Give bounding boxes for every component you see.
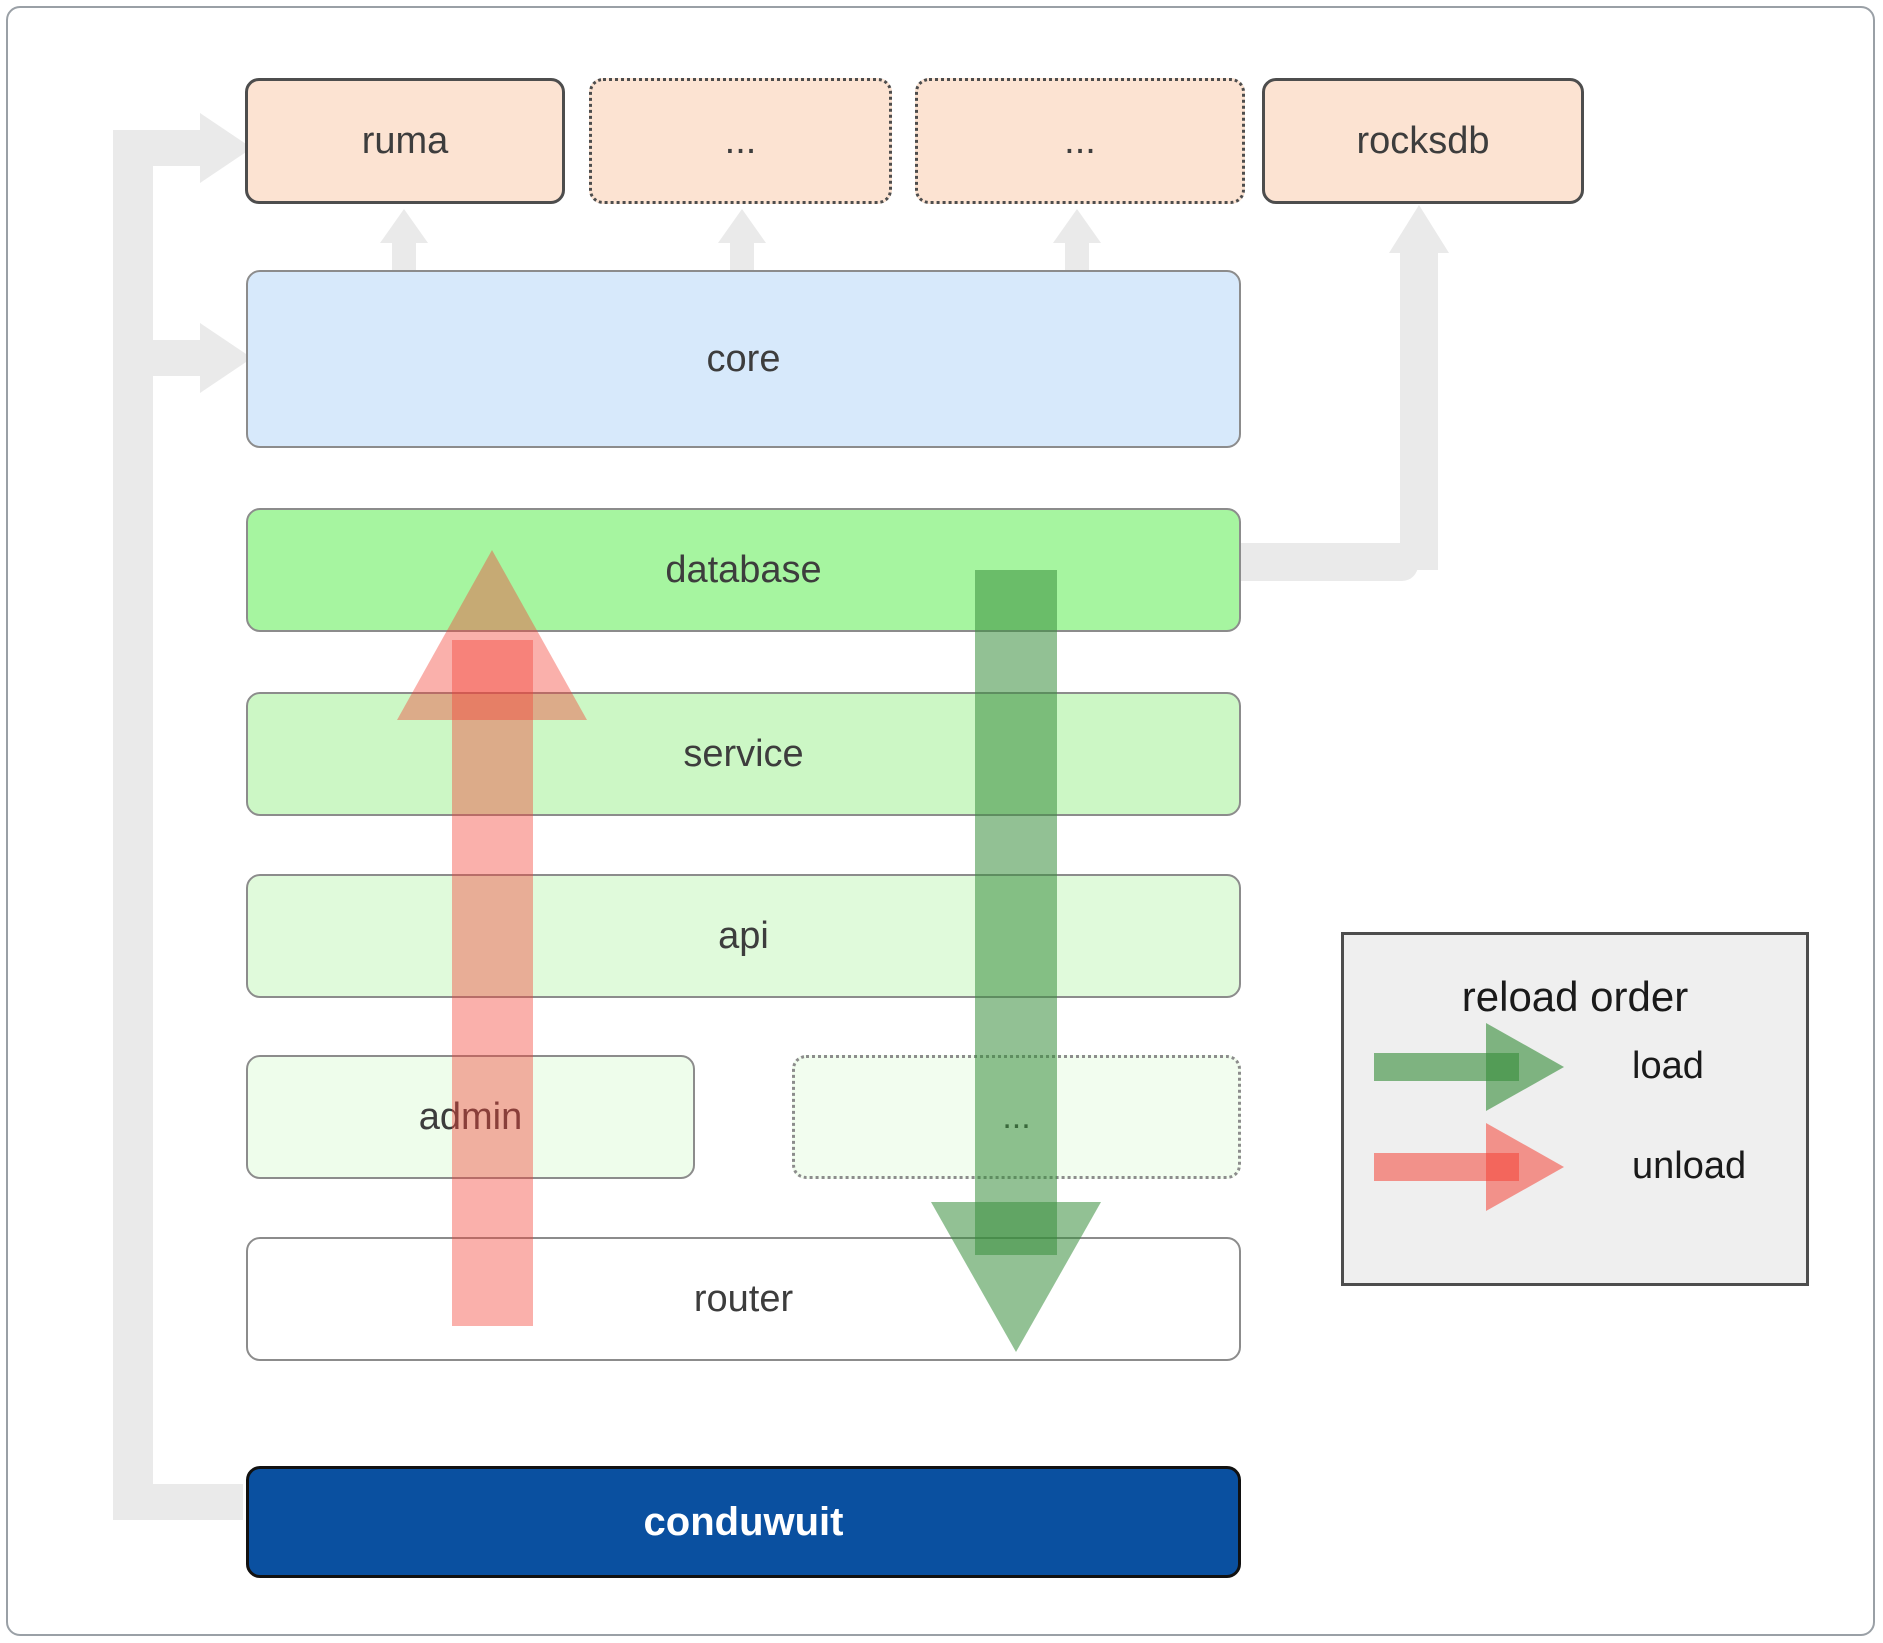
connector-arrowhead-ruma xyxy=(200,113,252,183)
layer-box-core[interactable]: core xyxy=(246,270,1241,448)
layer-box-placeholder[interactable]: ... xyxy=(792,1055,1241,1179)
connector-left-trunk xyxy=(113,130,153,1520)
legend-label-load: load xyxy=(1632,1045,1704,1087)
layer-label: api xyxy=(718,914,769,957)
connector-arrowhead-core xyxy=(200,323,252,393)
connector-database-to-rocksdb-vertical xyxy=(1400,250,1438,570)
crate-box-rocksdb[interactable]: rocksdb xyxy=(1262,78,1584,204)
crate-box-ruma[interactable]: ruma xyxy=(245,78,565,204)
root-box-conduwuit[interactable]: conduwuit xyxy=(246,1466,1241,1578)
legend-label-unload: unload xyxy=(1632,1145,1747,1187)
crate-label: ... xyxy=(724,119,757,162)
layer-label: ... xyxy=(1002,1097,1031,1136)
layer-label: core xyxy=(706,337,781,380)
connector-core-to-dots1-arrowhead xyxy=(718,209,766,243)
root-label: conduwuit xyxy=(643,1499,844,1544)
legend-title: reload order xyxy=(1461,973,1689,1020)
crate-label: rocksdb xyxy=(1356,119,1490,162)
connector-to-conduwuit xyxy=(113,1484,243,1520)
connector-arrowhead-rocksdb xyxy=(1389,205,1449,253)
legend-panel: reload order load unload xyxy=(1341,932,1809,1286)
layer-label: service xyxy=(683,732,804,775)
crate-box-placeholder-2[interactable]: ... xyxy=(915,78,1245,204)
diagram-frame xyxy=(6,6,1875,1636)
legend-unload-arrow-head xyxy=(1486,1123,1564,1211)
crate-label: ... xyxy=(1064,119,1096,162)
layer-label: admin xyxy=(418,1095,523,1138)
crate-label: ruma xyxy=(361,119,449,162)
connector-core-to-ruma-stem xyxy=(392,240,416,272)
connector-core-to-dots2-stem xyxy=(1065,240,1089,272)
layer-box-service[interactable]: service xyxy=(246,692,1241,816)
connector-core-to-dots2-arrowhead xyxy=(1053,209,1101,243)
crate-box-placeholder-1[interactable]: ... xyxy=(589,78,892,204)
layer-box-admin[interactable]: admin xyxy=(246,1055,695,1179)
layer-box-database[interactable]: database xyxy=(246,508,1241,632)
layer-box-api[interactable]: api xyxy=(246,874,1241,998)
layer-label: database xyxy=(665,548,822,591)
layer-box-router[interactable]: router xyxy=(246,1237,1241,1361)
legend-load-arrow-head xyxy=(1486,1023,1564,1111)
connector-core-to-dots1-stem xyxy=(730,240,754,272)
layer-label: router xyxy=(693,1277,794,1320)
connector-core-to-ruma-arrowhead xyxy=(380,209,428,243)
connector-database-to-rocksdb-horizontal xyxy=(1232,543,1418,581)
